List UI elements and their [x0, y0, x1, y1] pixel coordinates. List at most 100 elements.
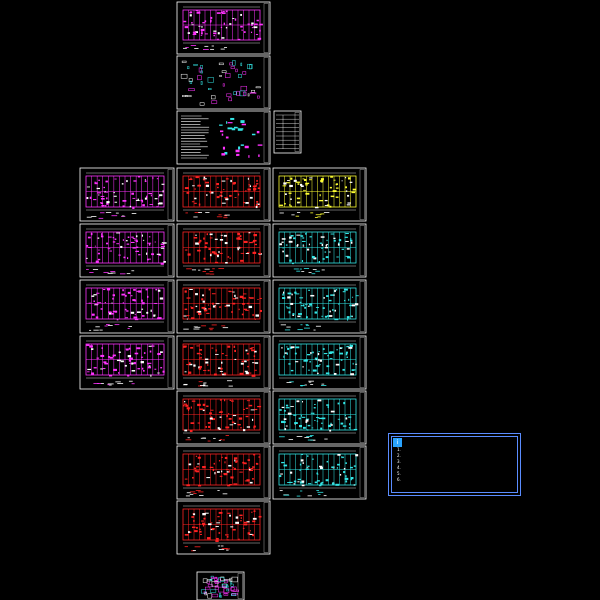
plan-detail [200, 533, 202, 536]
plan-detail [242, 293, 247, 295]
drawing-sheet-bottom-detail[interactable] [196, 571, 245, 600]
plan-detail [136, 347, 141, 350]
plan-detail [297, 481, 300, 483]
plan-detail [203, 178, 207, 180]
plan-detail [335, 187, 339, 189]
detail-mark [243, 91, 247, 96]
plan-detail [195, 10, 199, 11]
legend-mark [107, 384, 110, 386]
plan-detail [208, 288, 211, 291]
plan-detail [127, 291, 131, 294]
plan-detail [300, 459, 304, 462]
plan-detail [104, 362, 109, 365]
legend-mark [190, 45, 197, 46]
plan-detail [348, 427, 351, 429]
plan-detail [238, 237, 241, 240]
drawing-sheet-cover-plan[interactable] [176, 1, 271, 55]
drawing-sheet-col-c-4[interactable] [272, 335, 367, 390]
plan-detail [255, 184, 257, 187]
plan-detail [255, 203, 258, 206]
plan-detail [243, 521, 248, 524]
legend-mark [317, 491, 324, 493]
plan-detail [245, 309, 249, 311]
plan-detail [307, 483, 312, 485]
drawing-sheet-col-b-3[interactable] [176, 279, 271, 334]
plan-detail [283, 418, 287, 421]
plan-detail [104, 205, 107, 207]
plan-detail [285, 182, 290, 184]
legend-mark [300, 385, 303, 387]
plan-detail [284, 203, 286, 205]
plan-detail [108, 311, 112, 313]
plan-detail [191, 400, 196, 402]
drawing-sheet-col-c-6[interactable] [272, 445, 367, 500]
legend-mark [128, 326, 132, 327]
drawing-sheet-notes-sheet[interactable] [176, 110, 271, 165]
legend-mark [185, 439, 192, 441]
plan-detail [255, 314, 260, 317]
drawing-sheet-col-b-7[interactable] [176, 500, 271, 555]
plan-detail [285, 407, 290, 409]
drawing-sheet-col-c-1[interactable] [272, 167, 367, 222]
detail-mark [199, 102, 205, 106]
legend-mark [316, 490, 320, 491]
drawing-sheet-col-b-4[interactable] [176, 335, 271, 390]
plan-detail [160, 262, 164, 265]
drawing-sheet-col-a-1[interactable] [79, 167, 175, 222]
plan-detail [112, 354, 116, 357]
plan-detail [131, 192, 134, 195]
plan-detail [315, 306, 320, 308]
drawing-sheet-col-a-3[interactable] [79, 279, 175, 334]
plan-detail [318, 358, 320, 362]
detail-mark [193, 64, 198, 66]
drawing-sheet-col-c-5[interactable] [272, 390, 367, 445]
legend-mark [284, 329, 291, 331]
plan-detail [319, 359, 322, 362]
plan-detail [254, 369, 257, 371]
detail-mark [205, 586, 211, 590]
detail-mark [221, 583, 228, 587]
drawing-sheet-col-a-4[interactable] [79, 335, 175, 390]
legend-mark [289, 381, 294, 383]
legend-mark [310, 383, 314, 385]
plan-detail [208, 523, 212, 526]
plan-detail [344, 477, 349, 480]
legend-mark [221, 548, 228, 549]
detail-mark [240, 120, 245, 124]
legend-mark [202, 49, 209, 50]
plan-detail [253, 425, 256, 428]
plan-detail [125, 348, 129, 350]
drawing-sheet-col-c-3[interactable] [272, 279, 367, 334]
plan-detail [114, 310, 118, 313]
plan-detail [202, 294, 205, 297]
drawing-sheet-col-b-6[interactable] [176, 445, 271, 500]
plan-detail [243, 31, 246, 33]
plan-detail [309, 179, 312, 181]
drawing-sheet-col-b-2[interactable] [176, 223, 271, 278]
plan-detail [188, 531, 190, 534]
legend-mark [301, 271, 305, 273]
legend-mark [185, 212, 188, 214]
plan-detail [240, 25, 243, 28]
legend-mark [211, 324, 217, 326]
plan-detail [209, 466, 214, 468]
plan-detail [219, 252, 223, 254]
plan-detail [203, 523, 206, 526]
plan-detail [138, 254, 141, 256]
drawing-sheet-index-table[interactable] [273, 110, 302, 154]
plan-detail [230, 476, 234, 479]
drawing-sheet-col-a-2[interactable] [79, 223, 175, 278]
title-block [167, 225, 173, 276]
plan-detail [144, 180, 147, 183]
drawing-sheet-col-c-2[interactable] [272, 223, 367, 278]
plan-detail [330, 424, 333, 426]
drawing-sheet-col-b-5[interactable] [176, 390, 271, 445]
drawing-sheet-col-b-1[interactable] [176, 167, 271, 222]
drawing-sheet-detail-sheet-1[interactable] [176, 55, 271, 110]
legend-mark [194, 546, 201, 548]
plan-detail [288, 363, 291, 365]
plan-detail [91, 313, 95, 316]
plan-detail [134, 300, 137, 302]
plan-detail [186, 318, 188, 320]
